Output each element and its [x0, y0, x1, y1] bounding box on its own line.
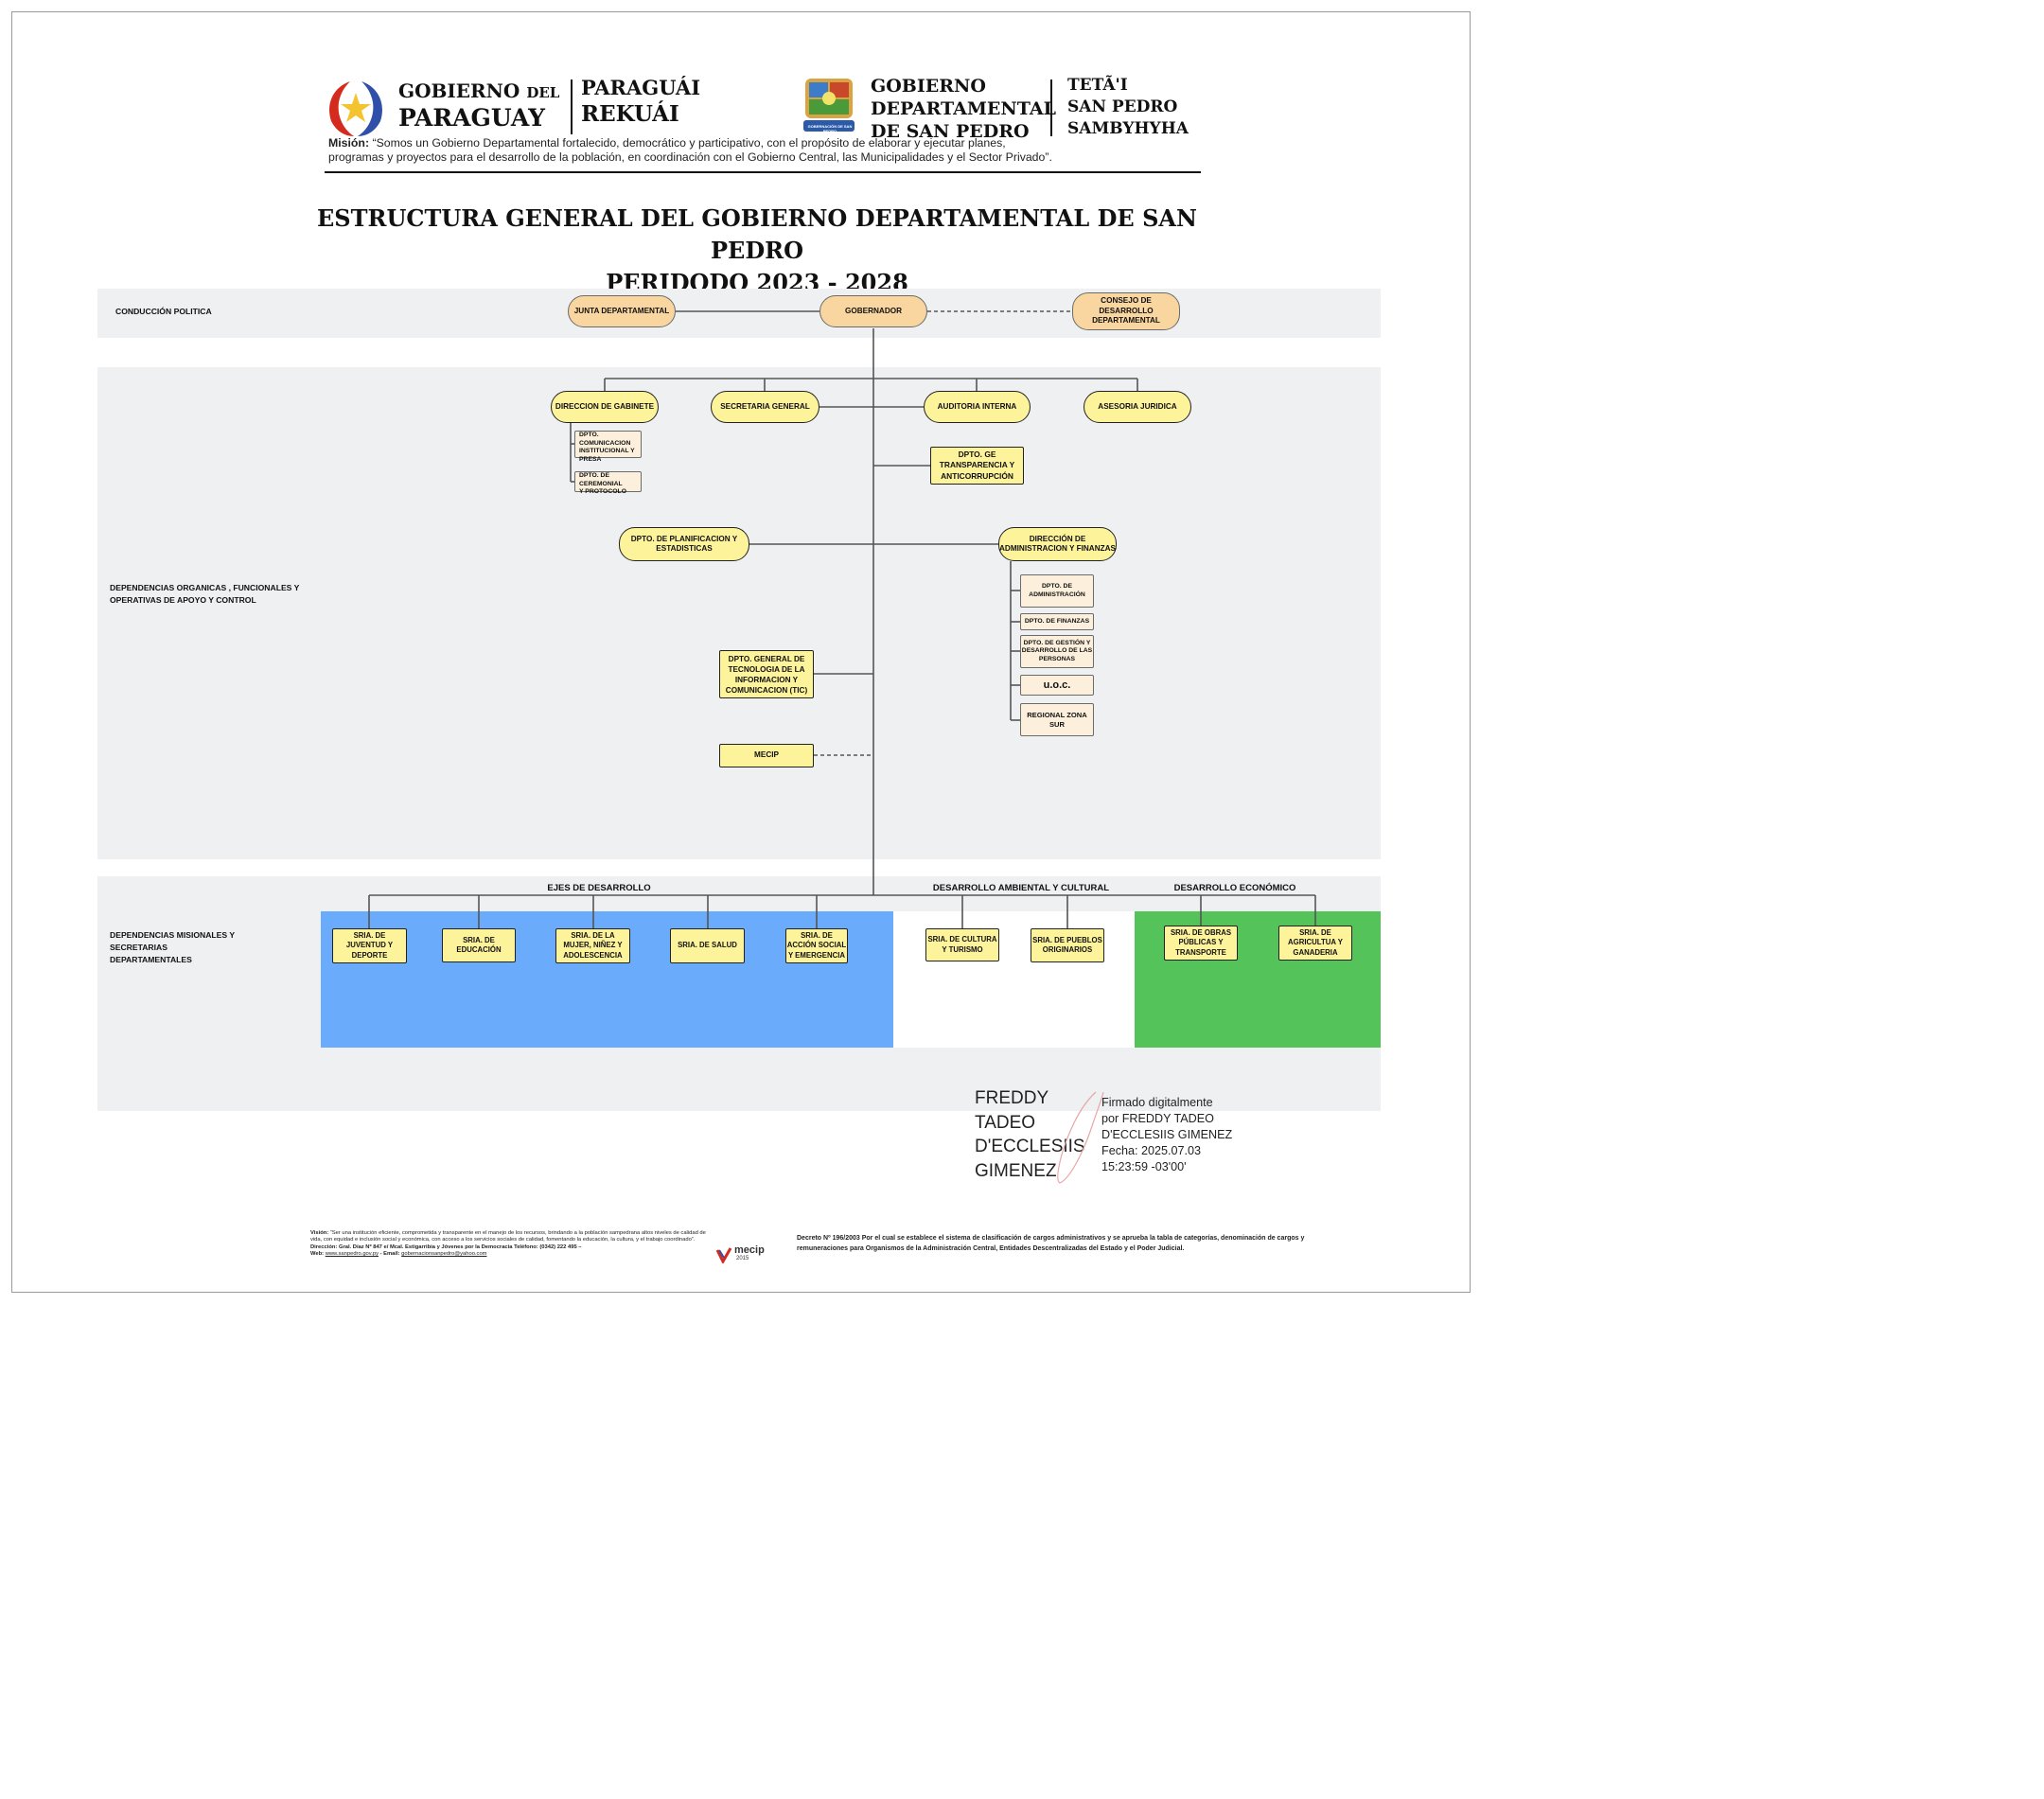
san-pedro-crest — [800, 73, 858, 135]
node-dpto-finanzas: DPTO. DE FINANZAS — [1020, 613, 1094, 630]
axis-desarrollo-ambiental: DESARROLLO AMBIENTAL Y CULTURAL — [932, 883, 1110, 893]
guarani-line2: SAN PEDRO — [1067, 97, 1178, 116]
footer-vision: Visión: “Ser una institución eficiente, … — [310, 1230, 706, 1258]
footer-web-link[interactable]: www.sanpedro.gov.py — [325, 1251, 379, 1258]
node-auditoria-interna: AUDITORIA INTERNA — [924, 391, 1031, 423]
mision-text: Misión: “Somos un Gobierno Departamental… — [328, 136, 1052, 164]
header-rule — [325, 171, 1201, 173]
header-divider-1 — [571, 79, 573, 134]
node-secretaria-general: SECRETARIA GENERAL — [711, 391, 819, 423]
gov-paraguay-line2: PARAGUAY — [398, 104, 545, 132]
gov-dep-line1: GOBIERNO — [871, 76, 986, 97]
node-mecip: MECIP — [719, 744, 814, 767]
guarani-line1: TETÃ'I — [1067, 76, 1128, 95]
slogan-line1: PARAGUÁI — [581, 76, 701, 99]
node-gobernador: GOBERNADOR — [819, 295, 927, 327]
page-title: ESTRUCTURA GENERAL DEL GOBIERNO DEPARTAM… — [317, 204, 1197, 296]
axis-ejes-desarrollo: EJES DE DESARROLLO — [547, 883, 651, 893]
node-direccion-gabinete: DIRECCION DE GABINETE — [551, 391, 659, 423]
label-conduccion: CONDUCCIÓN POLITICA — [115, 307, 212, 316]
footer-decreto: Decreto Nº 196/2003 Por el cual se estab… — [797, 1235, 1305, 1252]
guarani-line3: SAMBYHYHA — [1067, 119, 1189, 138]
crest-caption: GOBERNACIÓN DE SAN PEDRO — [807, 124, 853, 133]
node-junta-departamental: JUNTA DEPARTAMENTAL — [568, 295, 676, 327]
footer-email-link[interactable]: gobernacionsanpedro@yahoo.com — [401, 1251, 487, 1258]
page-frame — [11, 11, 1471, 1293]
signature-flourish — [1057, 1091, 1104, 1184]
gov-dep-line2: DEPARTAMENTAL — [871, 98, 1056, 119]
gov-dep-line3: DE SAN PEDRO — [871, 121, 1030, 142]
node-asesoria-juridica: ASESORIA JURIDICA — [1084, 391, 1191, 423]
axis-desarrollo-economico: DESARROLLO ECONÓMICO — [1173, 883, 1296, 893]
gov-paraguay-line1: GOBIERNO DEL — [398, 79, 560, 102]
header-divider-2 — [1050, 79, 1052, 136]
slogan-line2: REKUÁI — [581, 101, 679, 127]
band-dependencias — [97, 367, 1381, 859]
connector-lines — [368, 310, 1316, 928]
node-uoc: u.o.c. — [1020, 675, 1094, 696]
mecip-logo: mecip 2015 — [715, 1244, 772, 1265]
node-sria-salud: SRIA. DE SALUD — [670, 928, 745, 963]
paraguay-crest — [322, 76, 390, 140]
